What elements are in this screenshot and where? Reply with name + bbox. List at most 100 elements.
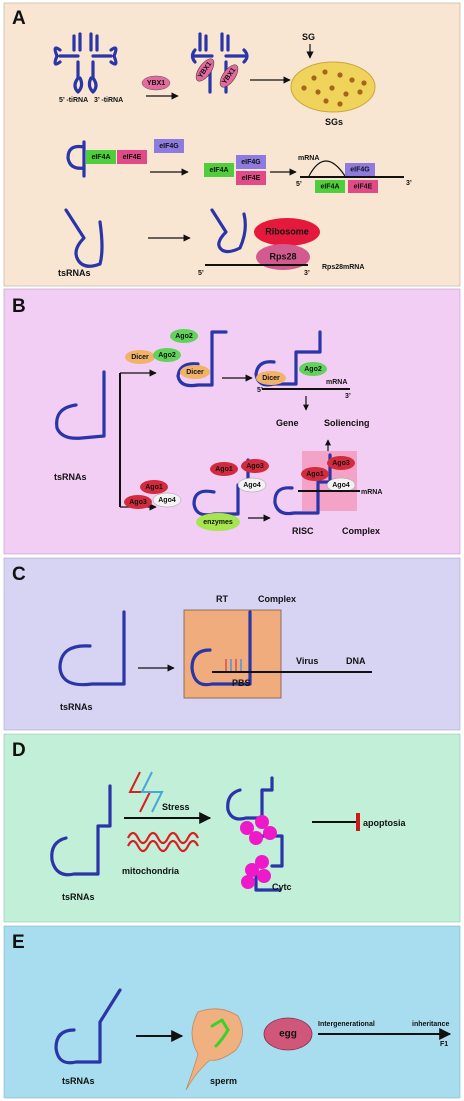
enzymes-label: enzymes bbox=[203, 519, 233, 526]
ago1-mid bbox=[210, 462, 238, 476]
stress-granules-icon bbox=[290, 61, 376, 113]
cytochrome-c-cluster-2 bbox=[241, 855, 271, 889]
tsrna-shape-c bbox=[58, 610, 126, 687]
ago4-lower-label: Ago4 bbox=[158, 497, 176, 504]
egg-label: egg bbox=[279, 1029, 297, 1040]
tsrna-shape-c2 bbox=[190, 610, 252, 687]
pbs-label: PBS bbox=[232, 678, 251, 688]
rt-label: RT bbox=[216, 594, 228, 604]
mrna-label-b2: mRNA bbox=[361, 489, 382, 496]
three-prime-a2: 3’ bbox=[304, 270, 310, 277]
dna-label: DNA bbox=[346, 656, 366, 666]
egg-icon bbox=[263, 1017, 313, 1051]
tirna-cloverleaf-icon bbox=[53, 32, 118, 94]
tsrna-shape-a2 bbox=[210, 208, 247, 254]
apoptosia-label: apoptosia bbox=[363, 818, 406, 828]
ago2-right-label: Ago2 bbox=[304, 366, 322, 373]
tsrna-piece-3 bbox=[254, 872, 282, 892]
pbs-base-pairs bbox=[225, 659, 242, 672]
panel-b-background bbox=[3, 288, 461, 555]
complex-label-c: Complex bbox=[258, 594, 296, 604]
virus-label: Virus bbox=[296, 656, 318, 666]
panel-b-letter: B bbox=[12, 296, 26, 317]
five-prime-a2: 5’ bbox=[198, 270, 204, 277]
ago1-mid-label: Ago1 bbox=[215, 466, 233, 473]
cytc-label: Cytc bbox=[272, 882, 292, 892]
tsrna-shape-b2 bbox=[176, 330, 228, 388]
dicer-mid-label: Dicer bbox=[186, 369, 204, 376]
eif4e-mrna-label: eIF4E bbox=[354, 183, 373, 190]
dicer-right-label: Dicer bbox=[262, 375, 280, 382]
ribosome-icon bbox=[254, 218, 320, 246]
ago1-lower-label: Ago1 bbox=[145, 484, 163, 491]
eif4g-mrna-box bbox=[345, 163, 375, 176]
enzymes-icon bbox=[196, 513, 240, 531]
ago3-risc bbox=[327, 456, 355, 470]
ago3-mid-label: Ago3 bbox=[246, 463, 264, 470]
cytochrome-c-cluster-1 bbox=[240, 815, 277, 845]
sg-label: SG bbox=[302, 32, 315, 42]
panel-d: D tsRNAs Stress mitochondria Cytc apopto… bbox=[3, 733, 461, 923]
ago2-upper-label: Ago2 bbox=[158, 352, 176, 359]
rps28-icon bbox=[256, 244, 310, 270]
complex-label: Complex bbox=[342, 526, 380, 536]
silencing-label: Soliencing bbox=[324, 418, 370, 428]
f1-label: F1 bbox=[440, 1041, 448, 1048]
panel-e-background bbox=[3, 925, 461, 1099]
mrna-label-b: mRNA bbox=[326, 379, 347, 386]
inhibition-bar-icon bbox=[356, 813, 360, 831]
tsrna-shape-d bbox=[50, 784, 112, 877]
tirna-ybx1-complex-icon bbox=[190, 32, 249, 94]
panel-d-background bbox=[3, 733, 461, 923]
ybx1-protein-icon bbox=[141, 75, 171, 91]
tirna3-label: 3’ -tiRNA bbox=[94, 97, 123, 104]
panel-b: B tsRNAs Dicer Ago2 Ago2 Dicer Dicer Ago… bbox=[3, 288, 461, 555]
panel-c-letter: C bbox=[12, 564, 26, 585]
tsrnas-label-e: tsRNAs bbox=[62, 1076, 95, 1086]
ago3-lower-label: Ago3 bbox=[129, 499, 147, 506]
dicer-upper-label: Dicer bbox=[131, 354, 149, 361]
eif4g-box bbox=[154, 139, 184, 153]
eif4e-label: eIF4E bbox=[123, 154, 142, 161]
mitochondria-label: mitochondria bbox=[122, 866, 180, 876]
tsrna-shape-e bbox=[54, 988, 122, 1065]
stress-label: Stress bbox=[162, 802, 190, 812]
mrna-label-a: mRNA bbox=[298, 155, 319, 162]
gene-label: Gene bbox=[276, 418, 299, 428]
ago4-mid-label: Ago4 bbox=[243, 482, 261, 489]
tsrna-piece-1 bbox=[226, 776, 274, 821]
eif4e-free-box bbox=[236, 171, 266, 185]
trna-fragment-icon bbox=[66, 140, 86, 178]
eif4g-free-box bbox=[236, 155, 266, 169]
eif4a-free-label: eIF4A bbox=[209, 167, 228, 174]
ago4-mid bbox=[237, 477, 267, 493]
panel-e-letter: E bbox=[12, 932, 25, 953]
ago1-risc bbox=[301, 467, 329, 481]
eif4a-free-box bbox=[204, 163, 234, 177]
panel-a: A 5’ -tiRNA 3’ -tiRNA YBX1 YBX1 YBX1 SG bbox=[3, 2, 461, 287]
ago1-risc-label: Ago1 bbox=[306, 471, 324, 478]
sperm-tsrna-icon bbox=[210, 1018, 230, 1048]
ribosome-label: Ribosome bbox=[265, 226, 309, 236]
ago4-risc-label: Ago4 bbox=[332, 482, 350, 489]
ago3-risc-label: Ago3 bbox=[332, 460, 350, 467]
eif4g-label: eIF4G bbox=[159, 143, 179, 150]
ybx1-label: YBX1 bbox=[147, 80, 165, 87]
eif4e-mrna-box bbox=[348, 180, 378, 193]
mrna-loop bbox=[308, 160, 346, 177]
tsrnas-label-b: tsRNAs bbox=[54, 472, 87, 482]
rps28-label: Rps28 bbox=[269, 251, 296, 261]
eif4a-mrna-label: eIF4A bbox=[320, 183, 339, 190]
ago3-mid bbox=[241, 459, 269, 473]
ago2-mid-label: Ago2 bbox=[175, 333, 193, 340]
three-prime-a: 3’ bbox=[406, 180, 412, 187]
eif4a-mrna-box bbox=[315, 180, 345, 193]
five-prime-b: 5’ bbox=[257, 387, 263, 394]
tsrnas-label-d: tsRNAs bbox=[62, 892, 95, 902]
ago2-upper bbox=[153, 348, 181, 362]
eif4e-free-label: eIF4E bbox=[242, 175, 261, 182]
ago1-lower bbox=[140, 480, 168, 494]
dicer-right bbox=[256, 371, 286, 385]
panel-a-letter: A bbox=[12, 8, 26, 29]
